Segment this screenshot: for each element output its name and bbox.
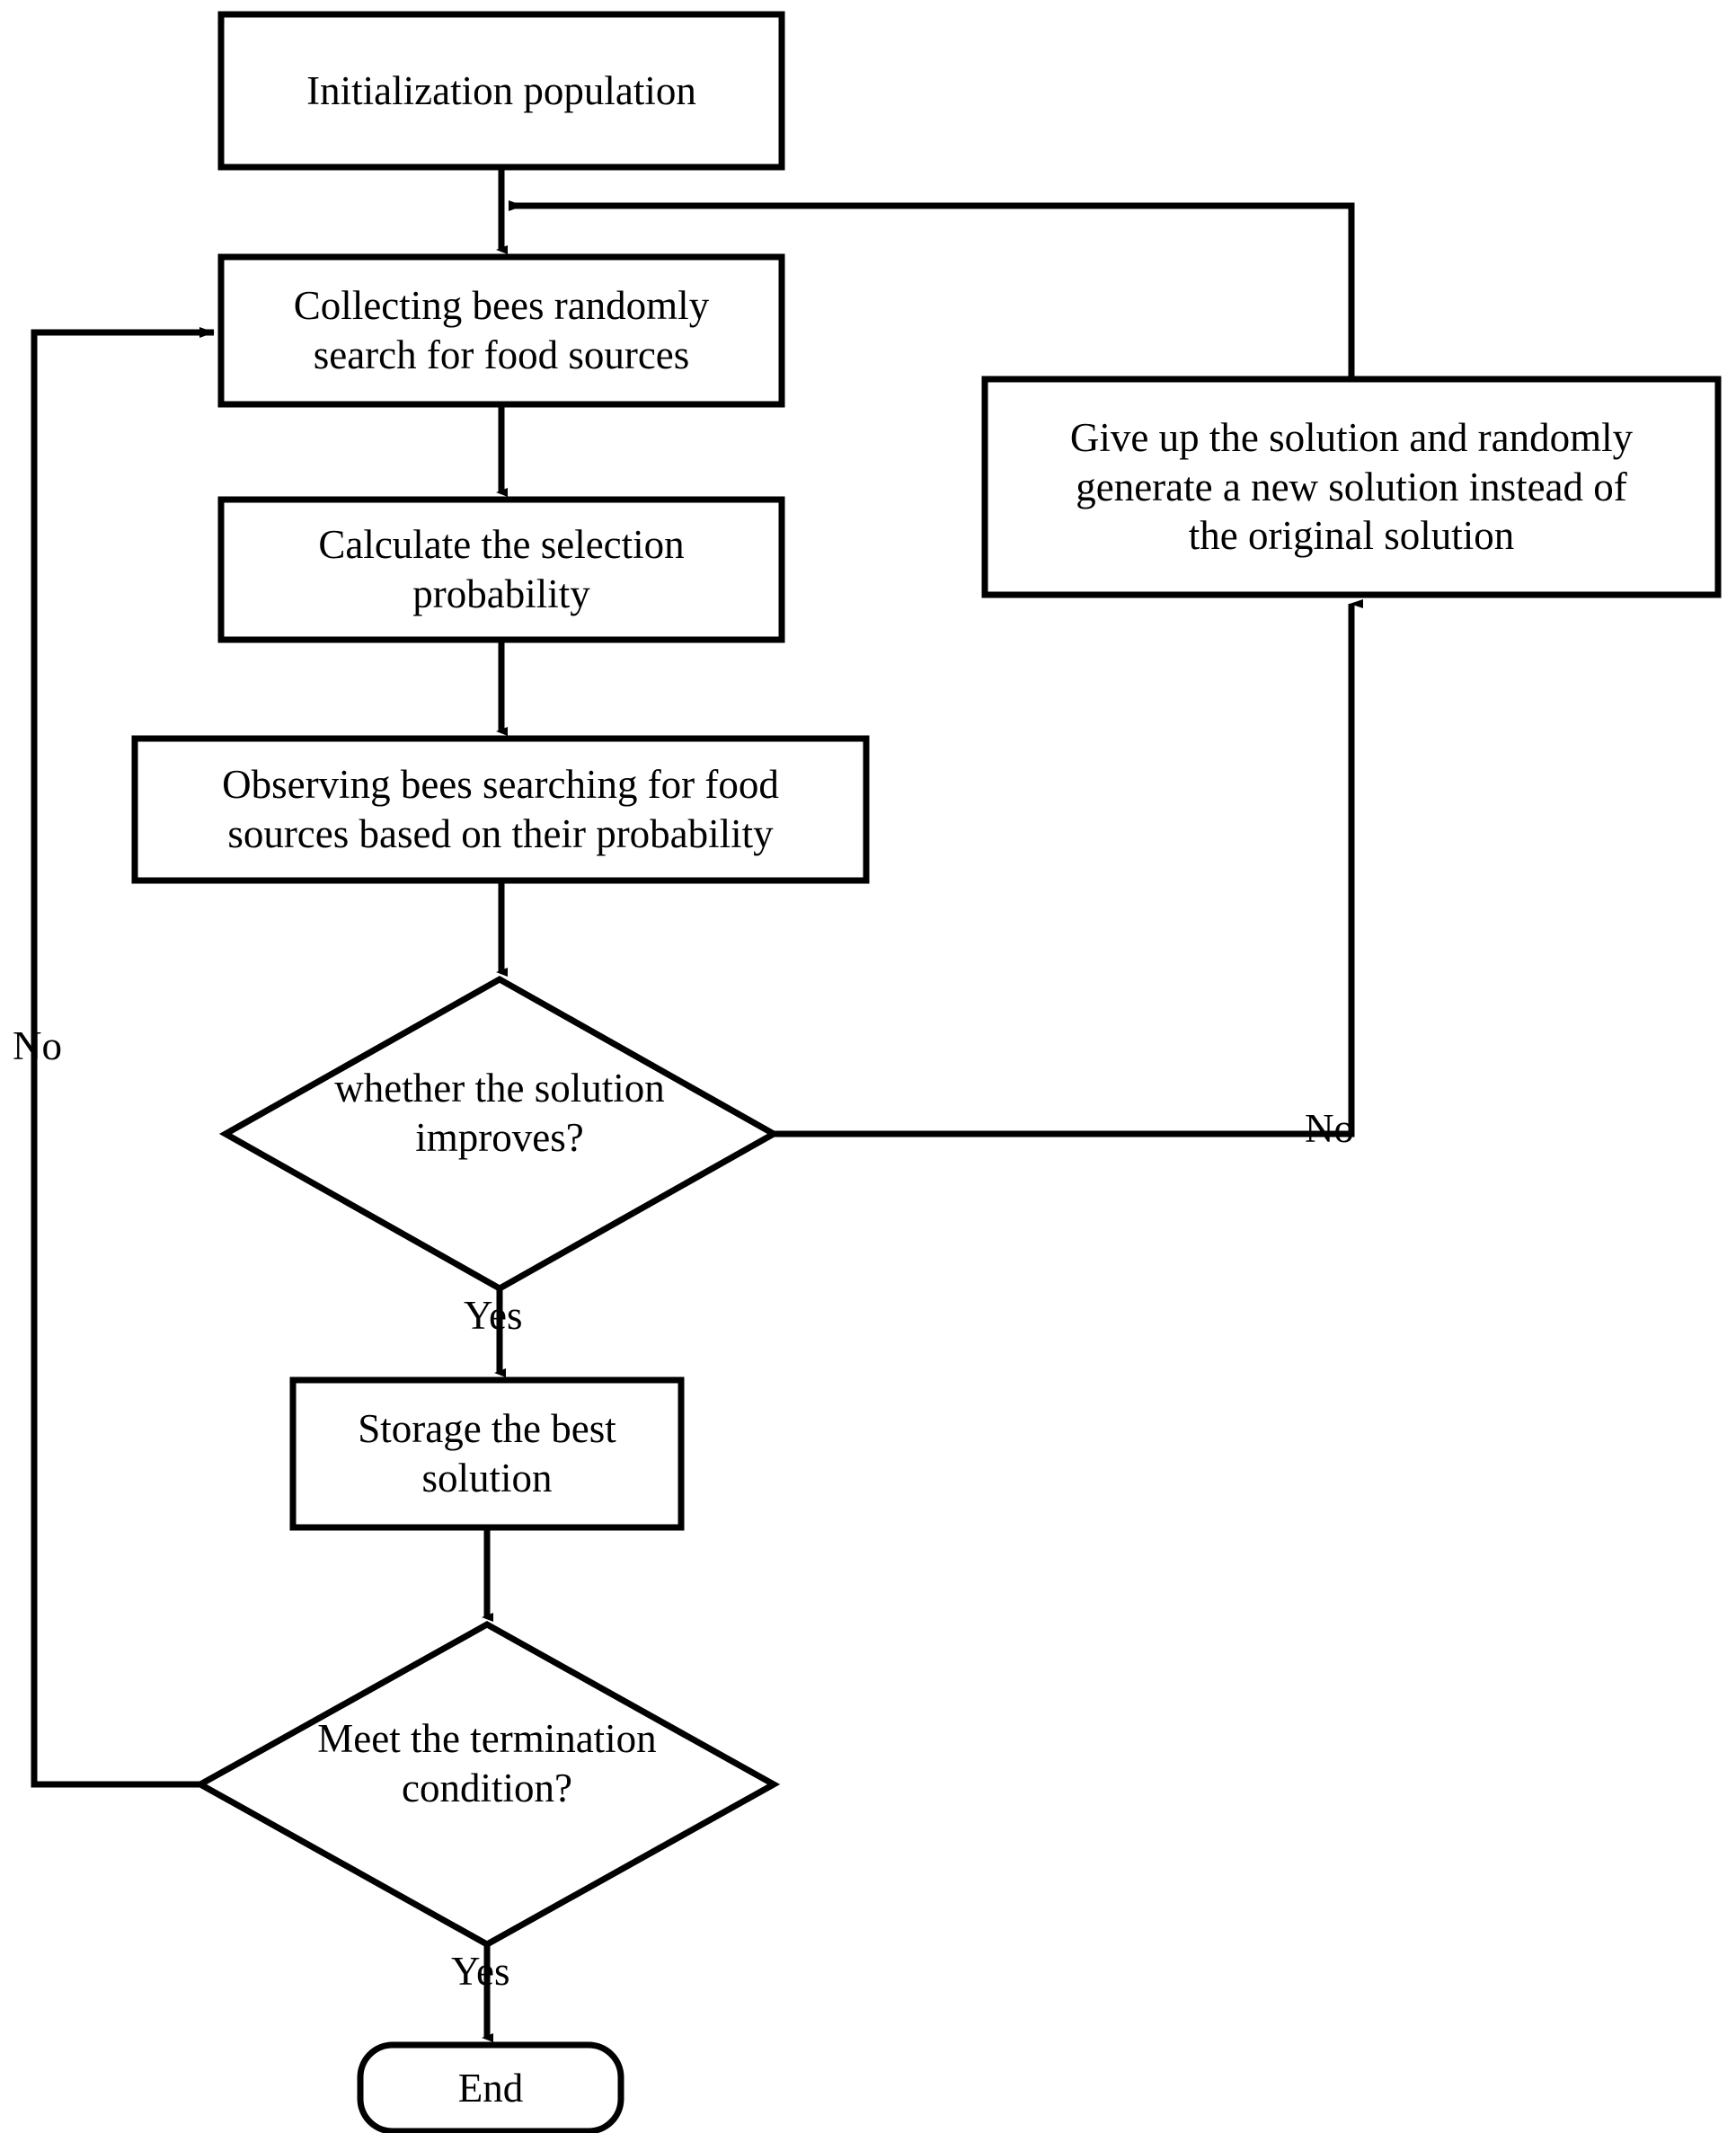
node-end-shape xyxy=(357,2041,624,2133)
node-collecting-bees-shape xyxy=(217,253,785,408)
edge-solution-improves-no-to-give-up xyxy=(774,599,1363,1137)
node-termination-condition-shape xyxy=(193,1620,781,1949)
node-initialization-shape xyxy=(217,11,785,171)
edge-termination-no-to-collecting xyxy=(31,327,215,1788)
node-storage-best-shape xyxy=(289,1376,685,1531)
node-give-up-solution-shape xyxy=(981,376,1722,598)
node-solution-improves-shape xyxy=(218,975,781,1293)
node-observing-bees-shape xyxy=(131,735,870,884)
edge-give-up-to-collecting xyxy=(509,200,1355,379)
node-calculate-probability-shape xyxy=(217,496,785,643)
